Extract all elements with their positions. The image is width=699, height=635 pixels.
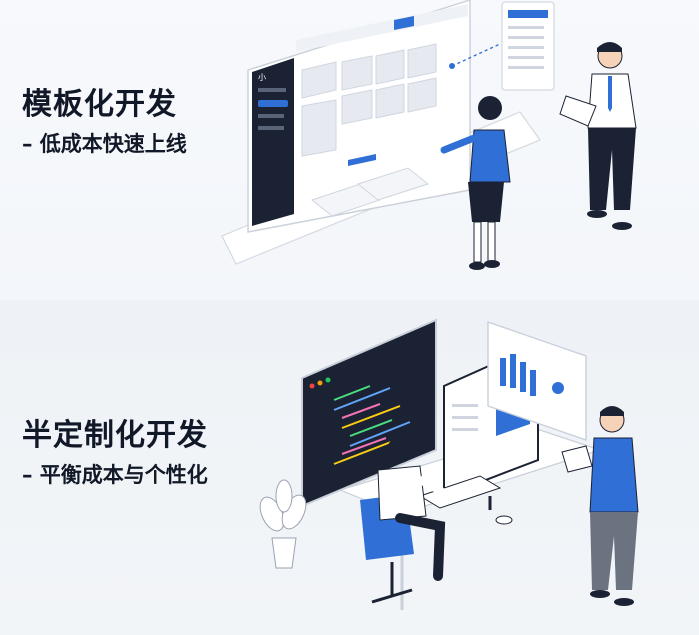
plant xyxy=(259,479,307,569)
web-monitor-line xyxy=(452,404,478,407)
connector-line xyxy=(451,43,501,67)
window-dot-red xyxy=(309,383,315,389)
monitor-topbar xyxy=(296,4,468,52)
tablet xyxy=(561,445,593,473)
sidebar-line xyxy=(258,88,286,92)
content-cards xyxy=(301,43,437,157)
semi-custom-dev-illustration xyxy=(259,318,639,610)
standing-man xyxy=(561,406,639,606)
chart-bar xyxy=(500,358,506,386)
chart-bar xyxy=(520,362,526,392)
mouse xyxy=(495,515,513,525)
sidebar-line xyxy=(258,114,284,118)
side-panel-header xyxy=(508,10,548,18)
semi-custom-dev-title: 半定制化开发 xyxy=(22,418,208,453)
template-dev-illustration: 小 xyxy=(221,0,637,270)
window-dot-green xyxy=(325,377,331,383)
template-dev-subtitle: – 低成本快速上线 xyxy=(22,132,187,156)
monitor-sidebar xyxy=(252,58,294,226)
side-panel-line xyxy=(508,46,544,49)
floating-page xyxy=(356,167,430,201)
side-panel-line xyxy=(508,36,544,39)
side-panel-line xyxy=(508,56,544,59)
web-monitor-line xyxy=(452,416,478,419)
chart-pie xyxy=(552,382,564,394)
connector-dot xyxy=(449,63,455,69)
semi-custom-dev-subtitle: – 平衡成本与个性化 xyxy=(22,463,208,487)
chart-bar xyxy=(530,370,536,396)
chart-panel xyxy=(487,321,587,441)
sidebar-active-item xyxy=(258,100,288,107)
side-panel-line xyxy=(508,66,544,69)
side-panel-line xyxy=(508,26,544,29)
chart-bar xyxy=(510,354,516,388)
woman-figure xyxy=(440,96,511,270)
semi-custom-dev-section: 半定制化开发 – 平衡成本与个性化 xyxy=(0,300,699,635)
code-lines xyxy=(333,385,411,465)
seated-developer xyxy=(360,437,454,604)
window-dot-yellow xyxy=(317,380,323,386)
content-accent xyxy=(348,154,376,166)
sidebar-line xyxy=(258,126,284,130)
template-dev-text: 模板化开发 – 低成本快速上线 xyxy=(22,86,187,158)
floating-page xyxy=(310,183,382,217)
template-dev-section: 模板化开发 – 低成本快速上线 小 xyxy=(0,0,699,300)
semi-custom-dev-text: 半定制化开发 – 平衡成本与个性化 xyxy=(22,417,208,489)
keyboard xyxy=(418,475,502,509)
monitor-logo: 小 xyxy=(258,73,266,82)
template-dev-title: 模板化开发 xyxy=(22,87,177,122)
topbar-button xyxy=(394,16,414,30)
web-monitor-line xyxy=(452,428,478,431)
man-figure xyxy=(559,42,637,230)
